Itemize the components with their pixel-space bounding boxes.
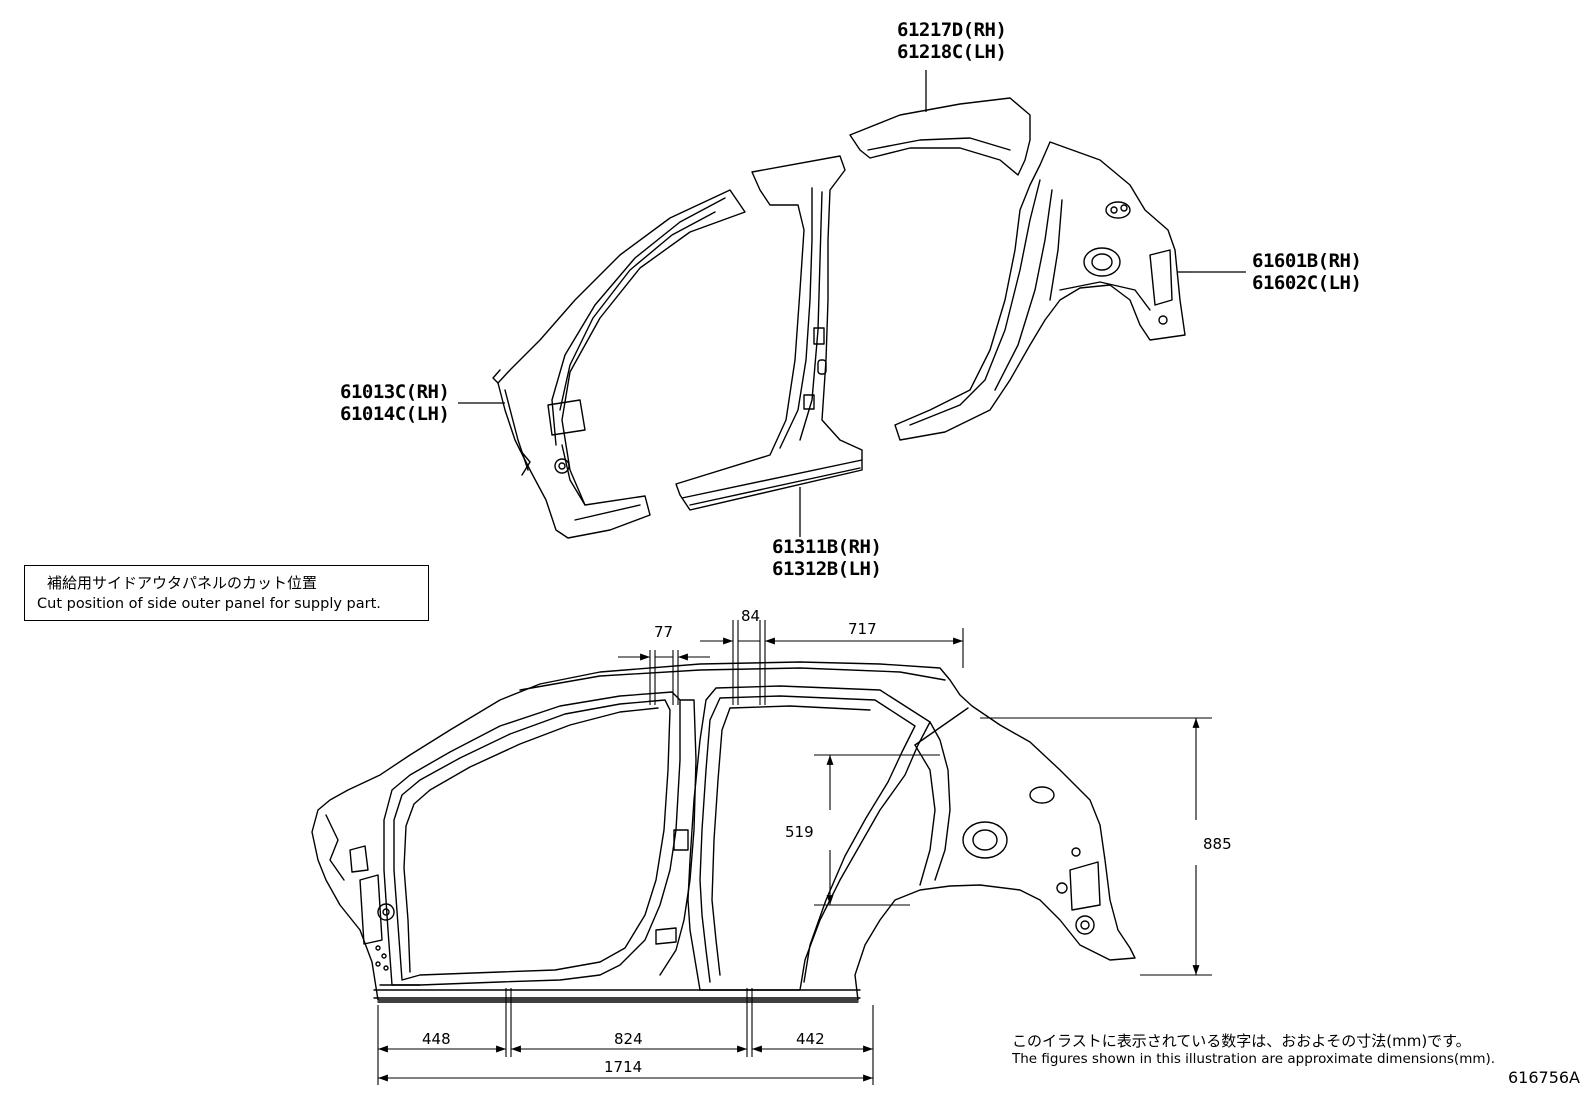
front-pillar-part bbox=[492, 189, 746, 539]
dimension-885: 885 bbox=[1203, 835, 1232, 853]
part-number-quarter-panel-rh: 61601B(RH) bbox=[1252, 250, 1362, 272]
center-pillar-part bbox=[675, 155, 863, 511]
cut-position-legend-en: Cut position of side outer panel for sup… bbox=[37, 596, 381, 612]
part-number-roof-rail-lh: 61218C(LH) bbox=[897, 41, 1007, 63]
dimension-442: 442 bbox=[796, 1030, 825, 1048]
figure-reference-number: 616756A bbox=[1507, 1068, 1580, 1087]
dimension-84: 84 bbox=[741, 607, 761, 625]
assembled-side-panel bbox=[311, 661, 1136, 1003]
dimension-824: 824 bbox=[614, 1030, 643, 1048]
cut-position-legend: 補給用サイドアウタパネルのカット位置 Cut position of side … bbox=[24, 565, 429, 621]
approximate-dimensions-note-jp: このイラストに表示されている数字は、おおよその寸法(mm)です。 bbox=[1012, 1032, 1471, 1050]
approximate-dimensions-note-en: The figures shown in this illustration a… bbox=[1012, 1051, 1496, 1067]
dimension-717: 717 bbox=[848, 620, 877, 638]
quarter-panel-part bbox=[894, 141, 1186, 441]
dimension-519: 519 bbox=[785, 823, 814, 841]
part-number-center-pillar-rh: 61311B(RH) bbox=[772, 536, 882, 558]
dimension-77: 77 bbox=[654, 623, 674, 641]
part-number-quarter-panel-lh: 61602C(LH) bbox=[1252, 272, 1362, 294]
part-number-center-pillar-lh: 61312B(LH) bbox=[772, 558, 882, 580]
roof-rail-part bbox=[849, 97, 1031, 176]
dimension-448: 448 bbox=[422, 1030, 451, 1048]
part-number-front-pillar-lh: 61014C(LH) bbox=[340, 403, 450, 425]
part-number-front-pillar-rh: 61013C(RH) bbox=[340, 381, 450, 403]
dimension-1714: 1714 bbox=[604, 1058, 643, 1076]
part-leader-lines bbox=[458, 70, 1246, 537]
part-number-roof-rail-rh: 61217D(RH) bbox=[897, 19, 1007, 41]
cut-position-legend-jp: 補給用サイドアウタパネルのカット位置 bbox=[47, 574, 318, 592]
dimension-lines bbox=[377, 620, 1212, 1085]
